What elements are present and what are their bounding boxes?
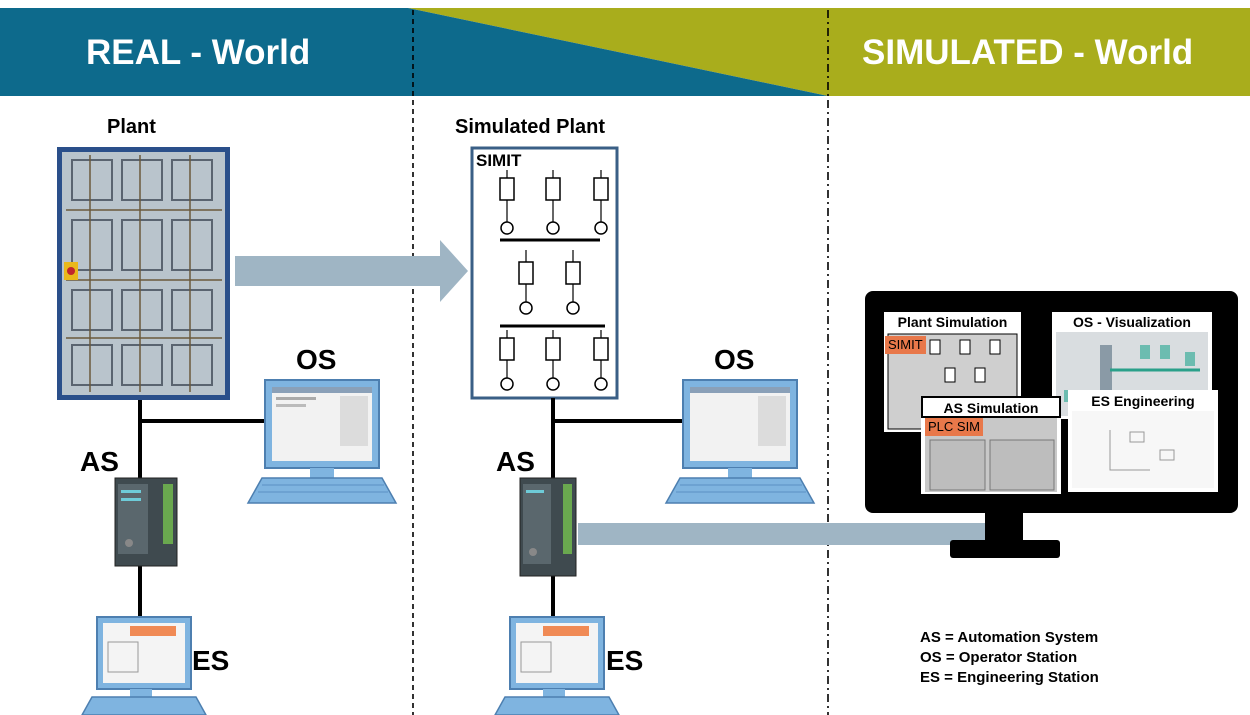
as-plc-real — [114, 477, 178, 567]
simit-label: SIMIT — [476, 151, 522, 170]
banner — [0, 8, 1250, 96]
banner-right-olive — [408, 8, 1250, 96]
panel-title-plant-simulation: Plant Simulation — [884, 312, 1021, 332]
es-monitor-simulated — [494, 616, 620, 715]
os-label-simulated: OS — [714, 344, 755, 375]
simulated-plant-title: Simulated Plant — [455, 116, 606, 138]
banner-title-simulated-world: SIMULATED - World — [862, 33, 1194, 72]
simulated-network-lines — [551, 398, 686, 618]
panel-title-as-simulation: AS Simulation — [921, 396, 1061, 418]
arrow-plant-to-simulation — [235, 240, 468, 302]
arrow-as-to-simulation-pc — [578, 470, 1014, 545]
legend: AS = Automation System OS = Operator Sta… — [920, 628, 1099, 688]
es-label-simulated: ES — [606, 645, 644, 676]
banner-middle-teal — [408, 8, 828, 96]
banner-title-real-world: REAL - World — [86, 33, 311, 72]
plant-photo — [57, 147, 230, 400]
es-label-real: ES — [192, 645, 230, 676]
simit-tag: SIMIT — [885, 336, 926, 354]
plant-label: Plant — [107, 116, 156, 138]
es-monitor-real — [81, 616, 207, 715]
os-label-real: OS — [296, 344, 337, 375]
as-label-real: AS — [80, 446, 119, 477]
as-plc-simulated — [519, 477, 577, 577]
as-label-simulated: AS — [496, 446, 535, 477]
legend-item-es: ES = Engineering Station — [920, 669, 1099, 686]
banner-left-teal — [0, 8, 408, 96]
os-monitor-real — [246, 379, 398, 504]
legend-item-os: OS = Operator Station — [920, 649, 1078, 666]
os-monitor-simulated — [664, 379, 816, 504]
legend-item-as: AS = Automation System — [920, 629, 1099, 646]
real-network-lines — [138, 400, 268, 618]
panel-title-os-visualization: OS - Visualization — [1052, 312, 1212, 332]
simit-panel — [470, 146, 619, 400]
plcsim-tag: PLC SIM — [925, 418, 984, 436]
panel-title-es-engineering: ES Engineering — [1068, 391, 1218, 411]
